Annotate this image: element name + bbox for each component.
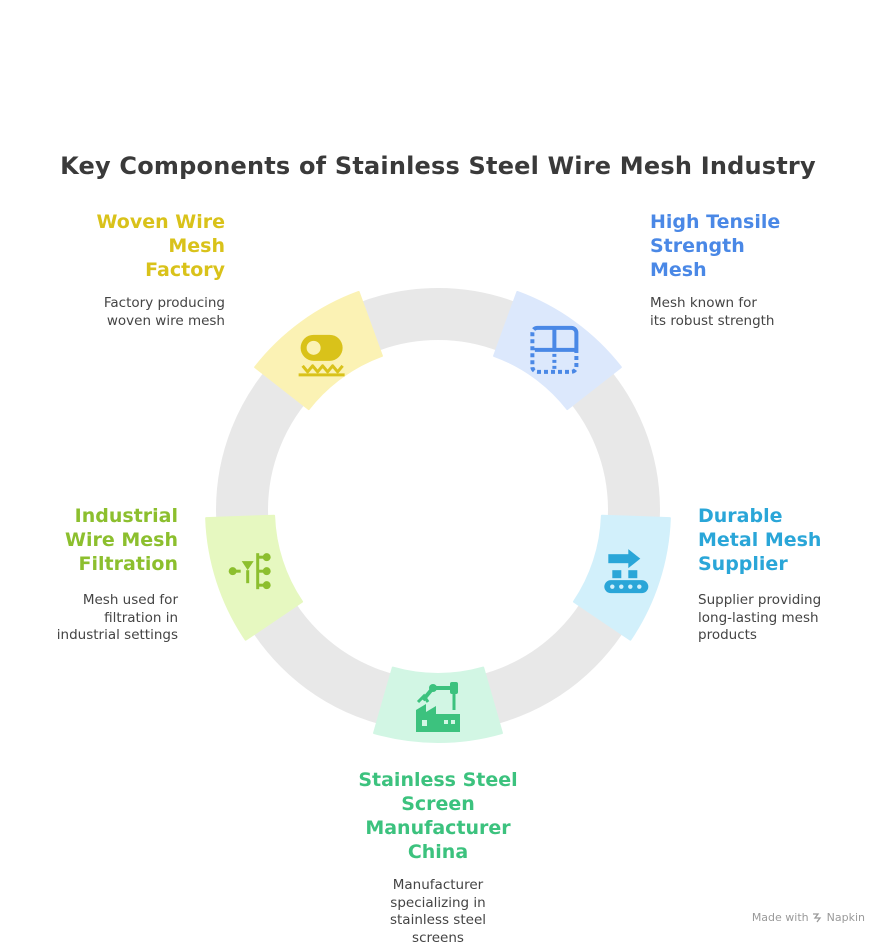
label-line: Supplier	[698, 553, 788, 575]
label-line: High Tensile	[650, 211, 781, 233]
label-line: Stainless Steel	[358, 769, 518, 791]
desc-line: Mesh used for	[82, 592, 178, 608]
node-label-woven-wire-mesh-factory: Woven Wire Mesh Factory	[97, 210, 225, 282]
desc-line: filtration in	[104, 609, 178, 626]
node-desc-stainless-steel-screen-manufacturer-china: Manufacturer specializing in stainless s…	[338, 877, 538, 947]
label-line: Metal Mesh	[698, 529, 822, 551]
napkin-watermark: Made with Napkin	[752, 911, 865, 924]
desc-line: industrial settings	[56, 627, 178, 643]
node-label-stainless-steel-screen-manufacturer-china: Stainless Steel Screen Manufacturer Chin…	[338, 768, 538, 864]
grid-mesh-icon	[529, 325, 579, 375]
node-label-industrial-wire-mesh-filtration: Industrial Wire Mesh Filtration	[65, 504, 178, 576]
desc-line: Manufacturer	[392, 877, 484, 893]
factory-robot-arm-icon	[416, 682, 460, 732]
woven-mesh-roll-icon	[298, 334, 345, 377]
node-desc-woven-wire-mesh-factory: Factory producing woven wire mesh	[104, 295, 225, 330]
desc-line: long-lasting mesh	[698, 609, 819, 626]
desc-line: products	[698, 627, 757, 643]
napkin-brand-text: Napkin	[826, 911, 865, 924]
label-line: Filtration	[78, 553, 178, 575]
node-desc-high-tensile-strength-mesh: Mesh known for its robust strength	[650, 295, 775, 330]
label-line: Mesh	[650, 259, 707, 281]
desc-line: its robust strength	[650, 312, 775, 329]
desc-line: stainless steel	[389, 912, 486, 928]
node-desc-industrial-wire-mesh-filtration: Mesh used for filtration in industrial s…	[57, 592, 178, 645]
segment-stainless-steel-screen-manufacturer-china	[373, 666, 503, 743]
conveyor-supply-icon	[604, 549, 649, 594]
label-line: Wire Mesh	[65, 529, 178, 551]
label-line: Manufacturer	[365, 817, 511, 839]
label-line: Strength	[650, 235, 745, 257]
label-line: Screen	[401, 793, 475, 815]
label-line: Durable	[698, 505, 783, 527]
desc-line: screens	[412, 929, 464, 946]
desc-line: woven wire mesh	[106, 312, 225, 329]
desc-line: Factory producing	[103, 295, 225, 311]
label-line: Factory	[145, 259, 225, 281]
node-label-durable-metal-mesh-supplier: Durable Metal Mesh Supplier	[698, 504, 821, 576]
label-line: Industrial	[74, 505, 178, 527]
filter-funnel-icon	[228, 553, 271, 590]
segment-industrial-wire-mesh-filtration	[205, 514, 304, 641]
desc-line: specializing in	[390, 894, 486, 911]
node-desc-durable-metal-mesh-supplier: Supplier providing long-lasting mesh pro…	[698, 592, 821, 645]
desc-line: Mesh known for	[650, 295, 757, 311]
label-line: Woven Wire	[96, 211, 225, 233]
label-line: China	[407, 841, 469, 863]
napkin-logo-icon	[812, 912, 821, 922]
diagram-title: Key Components of Stainless Steel Wire M…	[60, 152, 816, 180]
made-with-text: Made with	[751, 911, 809, 924]
desc-line: Supplier providing	[698, 592, 822, 608]
segment-durable-metal-mesh-supplier	[572, 514, 671, 641]
label-line: Mesh	[168, 235, 225, 257]
node-label-high-tensile-strength-mesh: High Tensile Strength Mesh	[650, 210, 780, 282]
